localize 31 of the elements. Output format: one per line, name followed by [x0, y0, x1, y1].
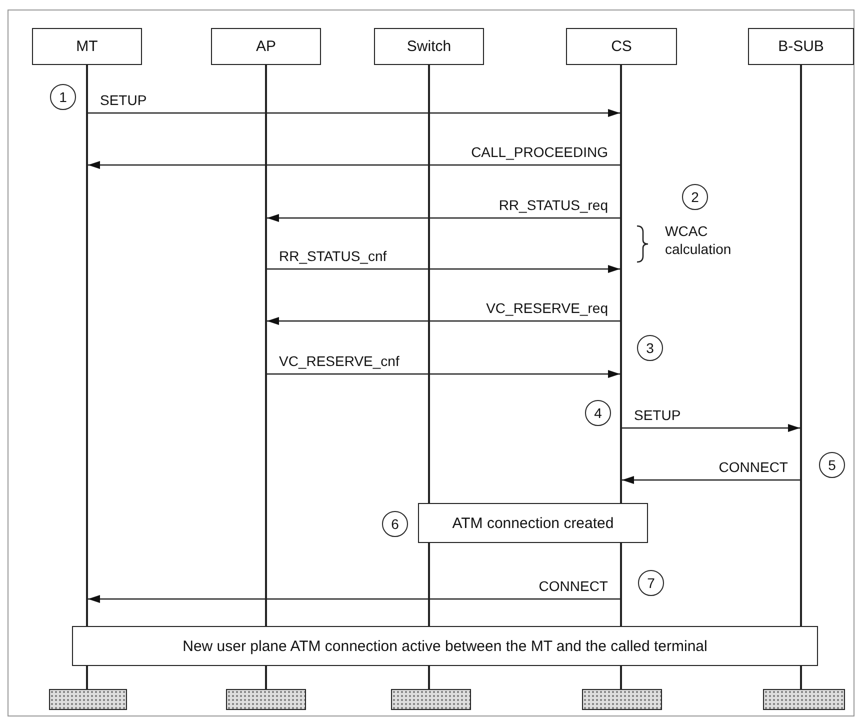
participant-box: AP — [211, 28, 321, 65]
message-arrow — [88, 109, 620, 117]
note-box: New user plane ATM connection active between the MT and the called terminal — [72, 626, 818, 666]
message-arrow — [267, 214, 620, 222]
participant-box: B-SUB — [748, 28, 854, 65]
lifeline — [86, 65, 88, 689]
step-number: 5 — [819, 452, 845, 478]
lifeline — [265, 65, 267, 689]
step-number: 7 — [638, 570, 664, 596]
step-number: 4 — [585, 400, 611, 426]
message-arrow — [88, 161, 620, 169]
lifeline-end-block — [763, 689, 845, 710]
step-number: 1 — [50, 84, 76, 110]
lifeline-end-block — [391, 689, 471, 710]
message-arrow — [88, 595, 620, 603]
participant-box: Switch — [374, 28, 484, 65]
message-arrow — [267, 265, 620, 273]
message-arrow — [622, 424, 800, 432]
message-arrow — [267, 317, 620, 325]
lifeline-end-block — [49, 689, 127, 710]
message-arrow — [622, 476, 800, 484]
step-number: 3 — [637, 335, 663, 361]
lifeline-end-block — [582, 689, 662, 710]
step-number: 6 — [382, 511, 408, 537]
step-number: 2 — [682, 184, 708, 210]
note-box: ATM connection created — [418, 503, 648, 543]
participant-box: CS — [566, 28, 677, 65]
participant-box: MT — [32, 28, 142, 65]
lifeline — [800, 65, 802, 689]
message-arrow — [267, 370, 620, 378]
lifeline-end-block — [226, 689, 306, 710]
